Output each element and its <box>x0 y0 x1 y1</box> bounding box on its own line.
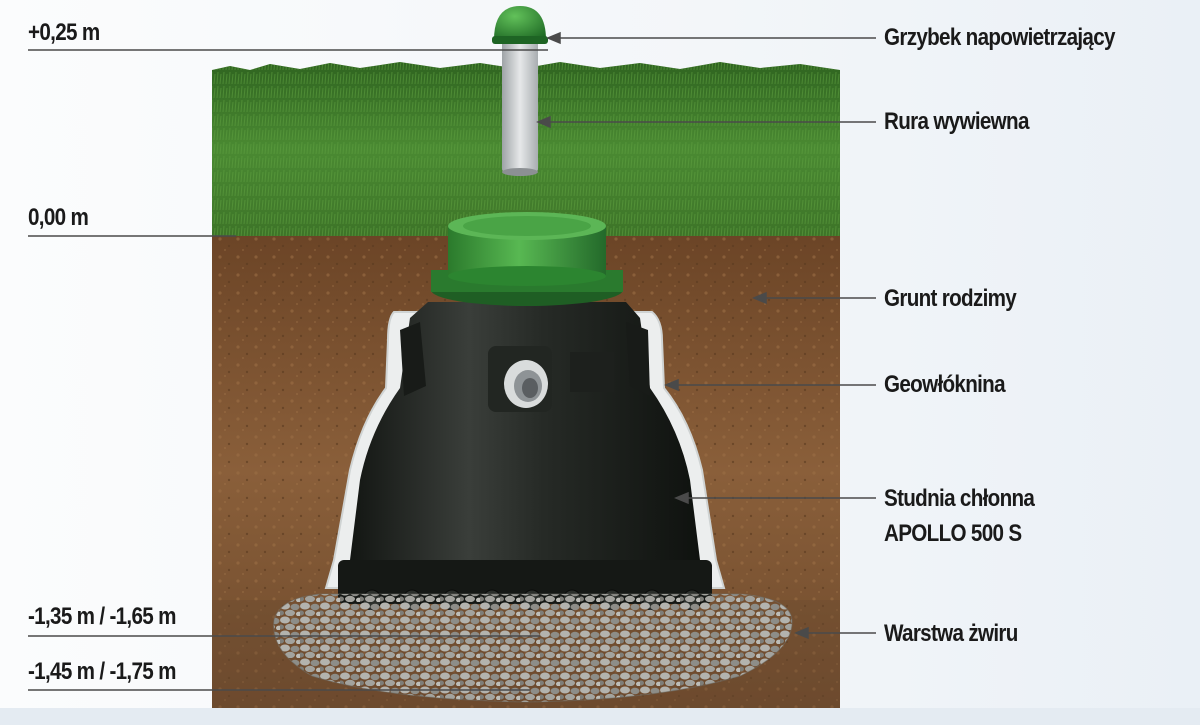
callout-lines <box>536 31 876 640</box>
label-geotextile: Geowłóknina <box>884 371 1006 398</box>
vent-cap-icon <box>492 6 548 44</box>
label-well-model: APOLLO 500 S <box>884 520 1022 547</box>
label-well-name: Studnia chłonna <box>884 485 1035 512</box>
label-gravel: Warstwa żwiru <box>884 620 1018 647</box>
level-label-bottom-a: -1,35 m / -1,65 m <box>28 603 176 630</box>
gravel-bed <box>273 593 793 703</box>
vent-pipe <box>502 40 538 176</box>
level-lines <box>28 49 548 691</box>
green-lid <box>431 212 623 306</box>
level-label-ground: 0,00 m <box>28 204 89 231</box>
label-vent-pipe: Rura wywiewna <box>884 108 1029 135</box>
label-vent-cap: Grzybek napowietrzający <box>884 24 1116 51</box>
level-label-bottom-b: -1,45 m / -1,75 m <box>28 658 176 685</box>
bottom-strip <box>0 708 1200 725</box>
label-native-soil: Grunt rodzimy <box>884 285 1017 312</box>
level-label-top: +0,25 m <box>28 19 100 46</box>
